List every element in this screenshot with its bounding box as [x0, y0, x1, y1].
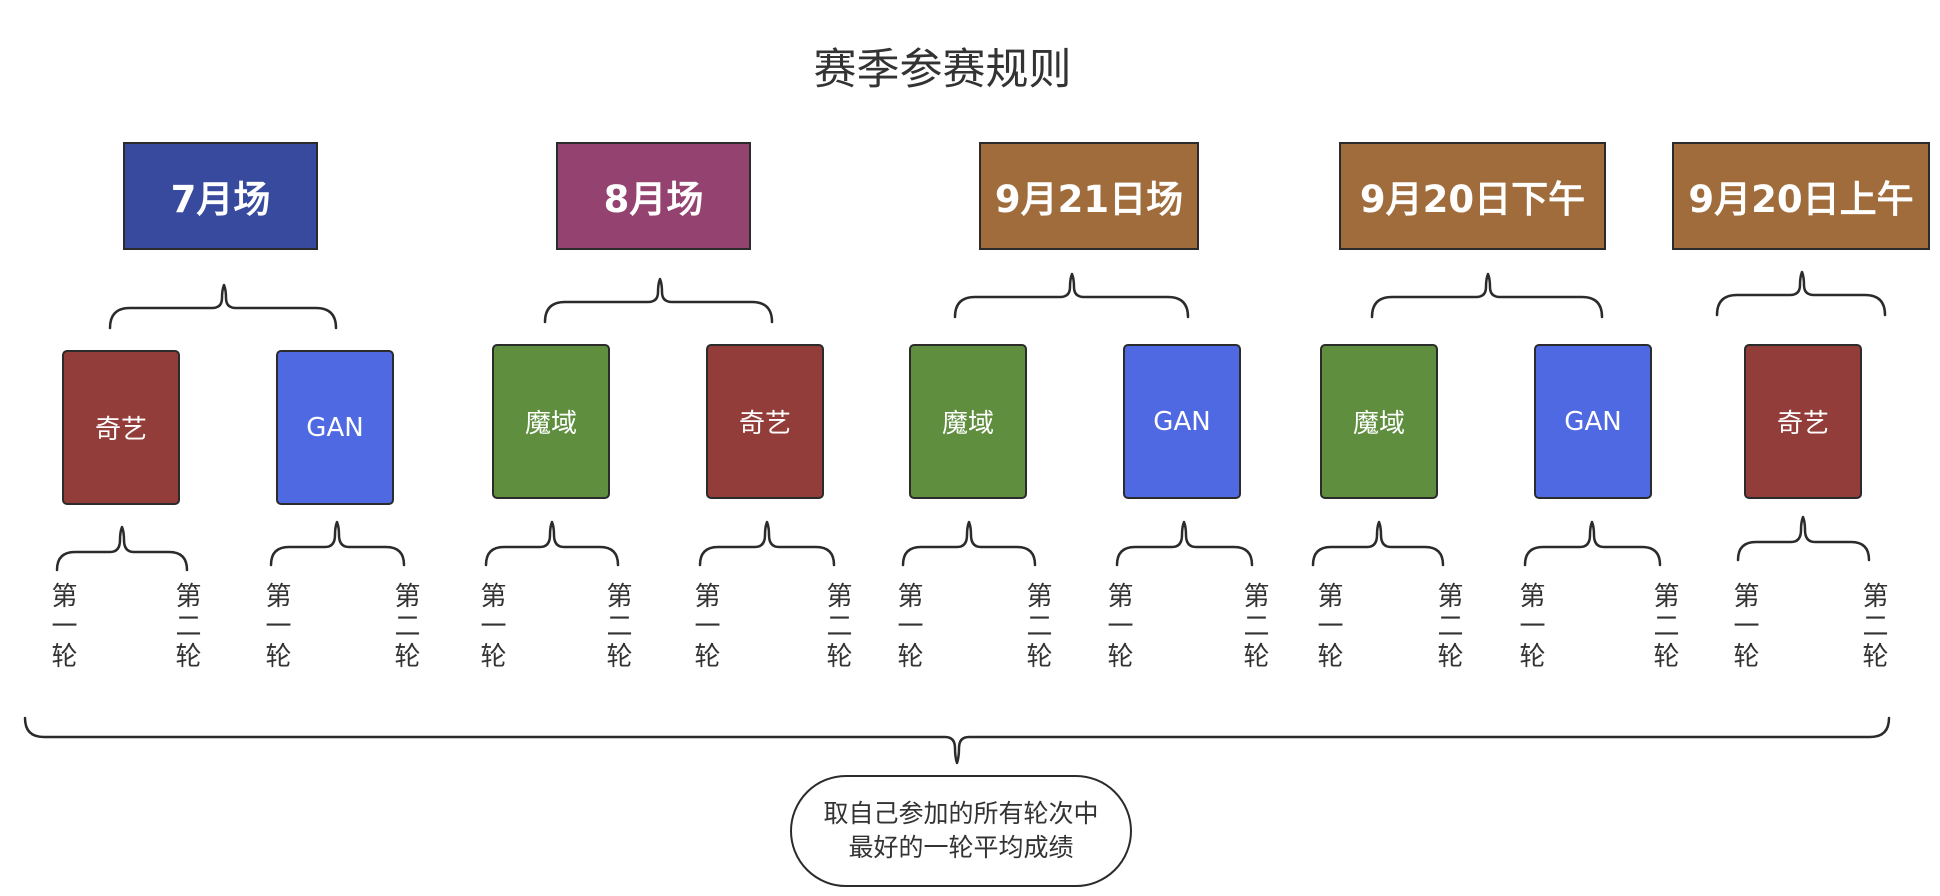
- team-box-moyu: 魔域: [492, 344, 610, 499]
- team-brace: [1115, 520, 1254, 567]
- round-label-first: 第一轮: [893, 582, 923, 672]
- team-brace: [269, 520, 406, 567]
- summary-brace: [23, 716, 1891, 765]
- team-box-qiyi: 奇艺: [62, 350, 180, 505]
- session-box-august: 8月场: [556, 142, 751, 250]
- team-box-gan: GAN: [276, 350, 394, 505]
- session-brace: [543, 277, 774, 324]
- session-brace: [108, 283, 338, 330]
- session-brace: [953, 272, 1190, 319]
- team-brace: [1311, 520, 1445, 567]
- round-label-second: 第二轮: [1433, 582, 1463, 672]
- round-label-second: 第二轮: [1649, 582, 1679, 672]
- round-label-first: 第一轮: [1729, 582, 1759, 672]
- round-label-second: 第二轮: [1239, 582, 1269, 672]
- round-label-first: 第一轮: [1515, 582, 1545, 672]
- team-brace: [901, 520, 1037, 567]
- round-label-first: 第一轮: [47, 582, 77, 672]
- diagram-title: 赛季参赛规则: [813, 45, 1072, 95]
- round-label-second: 第二轮: [822, 582, 852, 672]
- summary-note-line-1: 取自己参加的所有轮次中: [823, 799, 1099, 828]
- session-brace: [1370, 272, 1604, 319]
- round-label-first: 第一轮: [476, 582, 506, 672]
- summary-note-line-2: 最好的一轮平均成绩: [848, 833, 1074, 862]
- session-box-sept20-afternoon: 9月20日下午: [1339, 142, 1606, 250]
- round-label-second: 第二轮: [171, 582, 201, 672]
- team-box-qiyi: 奇艺: [706, 344, 824, 499]
- round-label-first: 第一轮: [261, 582, 291, 672]
- round-label-first: 第一轮: [1103, 582, 1133, 672]
- team-box-qiyi: 奇艺: [1744, 344, 1862, 499]
- team-brace: [1736, 515, 1871, 562]
- round-label-second: 第二轮: [1022, 582, 1052, 672]
- round-label-second: 第二轮: [1858, 582, 1888, 672]
- summary-note: 取自己参加的所有轮次中 最好的一轮平均成绩: [790, 775, 1132, 887]
- round-label-second: 第二轮: [390, 582, 420, 672]
- team-box-gan: GAN: [1123, 344, 1241, 499]
- team-box-gan: GAN: [1534, 344, 1652, 499]
- team-box-moyu: 魔域: [909, 344, 1027, 499]
- session-box-sept20-morning: 9月20日上午: [1672, 142, 1930, 250]
- team-box-moyu: 魔域: [1320, 344, 1438, 499]
- team-brace: [484, 520, 620, 567]
- team-brace: [55, 525, 189, 572]
- team-brace: [1523, 520, 1662, 567]
- round-label-second: 第二轮: [602, 582, 632, 672]
- session-box-july: 7月场: [123, 142, 318, 250]
- round-label-first: 第一轮: [690, 582, 720, 672]
- round-label-first: 第一轮: [1313, 582, 1343, 672]
- team-brace: [698, 520, 836, 567]
- session-box-sept21: 9月21日场: [979, 142, 1199, 250]
- session-brace: [1715, 270, 1887, 317]
